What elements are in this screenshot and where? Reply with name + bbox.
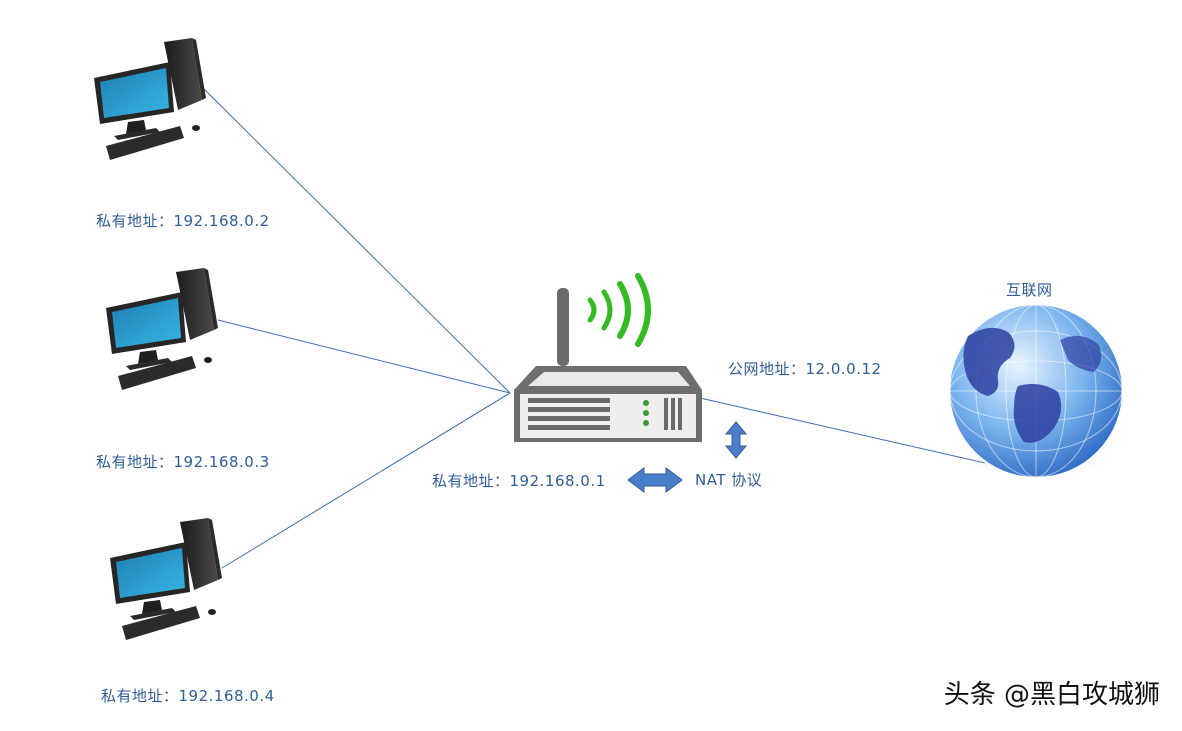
link-pc3-router xyxy=(221,392,511,569)
connection-lines xyxy=(199,84,986,569)
computer-icon xyxy=(106,268,218,390)
double-arrow-icon xyxy=(724,421,748,459)
host-address-label: 私有地址：192.168.0.2 xyxy=(96,212,270,230)
double-arrow-icon xyxy=(627,467,683,493)
link-router-internet xyxy=(699,397,986,464)
internet-label: 互联网 xyxy=(1006,281,1053,299)
link-pc1-router xyxy=(199,84,511,394)
nat-protocol-label: NAT 协议 xyxy=(695,471,763,489)
globe-icon xyxy=(949,304,1123,478)
router-icon xyxy=(514,288,702,442)
computer-icon xyxy=(110,518,222,640)
router-private-address-label: 私有地址：192.168.0.1 xyxy=(432,472,606,490)
wifi-signal-icon xyxy=(587,273,651,347)
host-address-label: 私有地址：192.168.0.3 xyxy=(96,453,270,471)
router-public-address-label: 公网地址：12.0.0.12 xyxy=(728,360,882,378)
host-address-label: 私有地址：192.168.0.4 xyxy=(101,687,275,705)
link-pc2-router xyxy=(217,319,511,394)
computer-icon xyxy=(94,38,206,160)
watermark: 头条 @黑白攻城狮 xyxy=(943,680,1160,710)
